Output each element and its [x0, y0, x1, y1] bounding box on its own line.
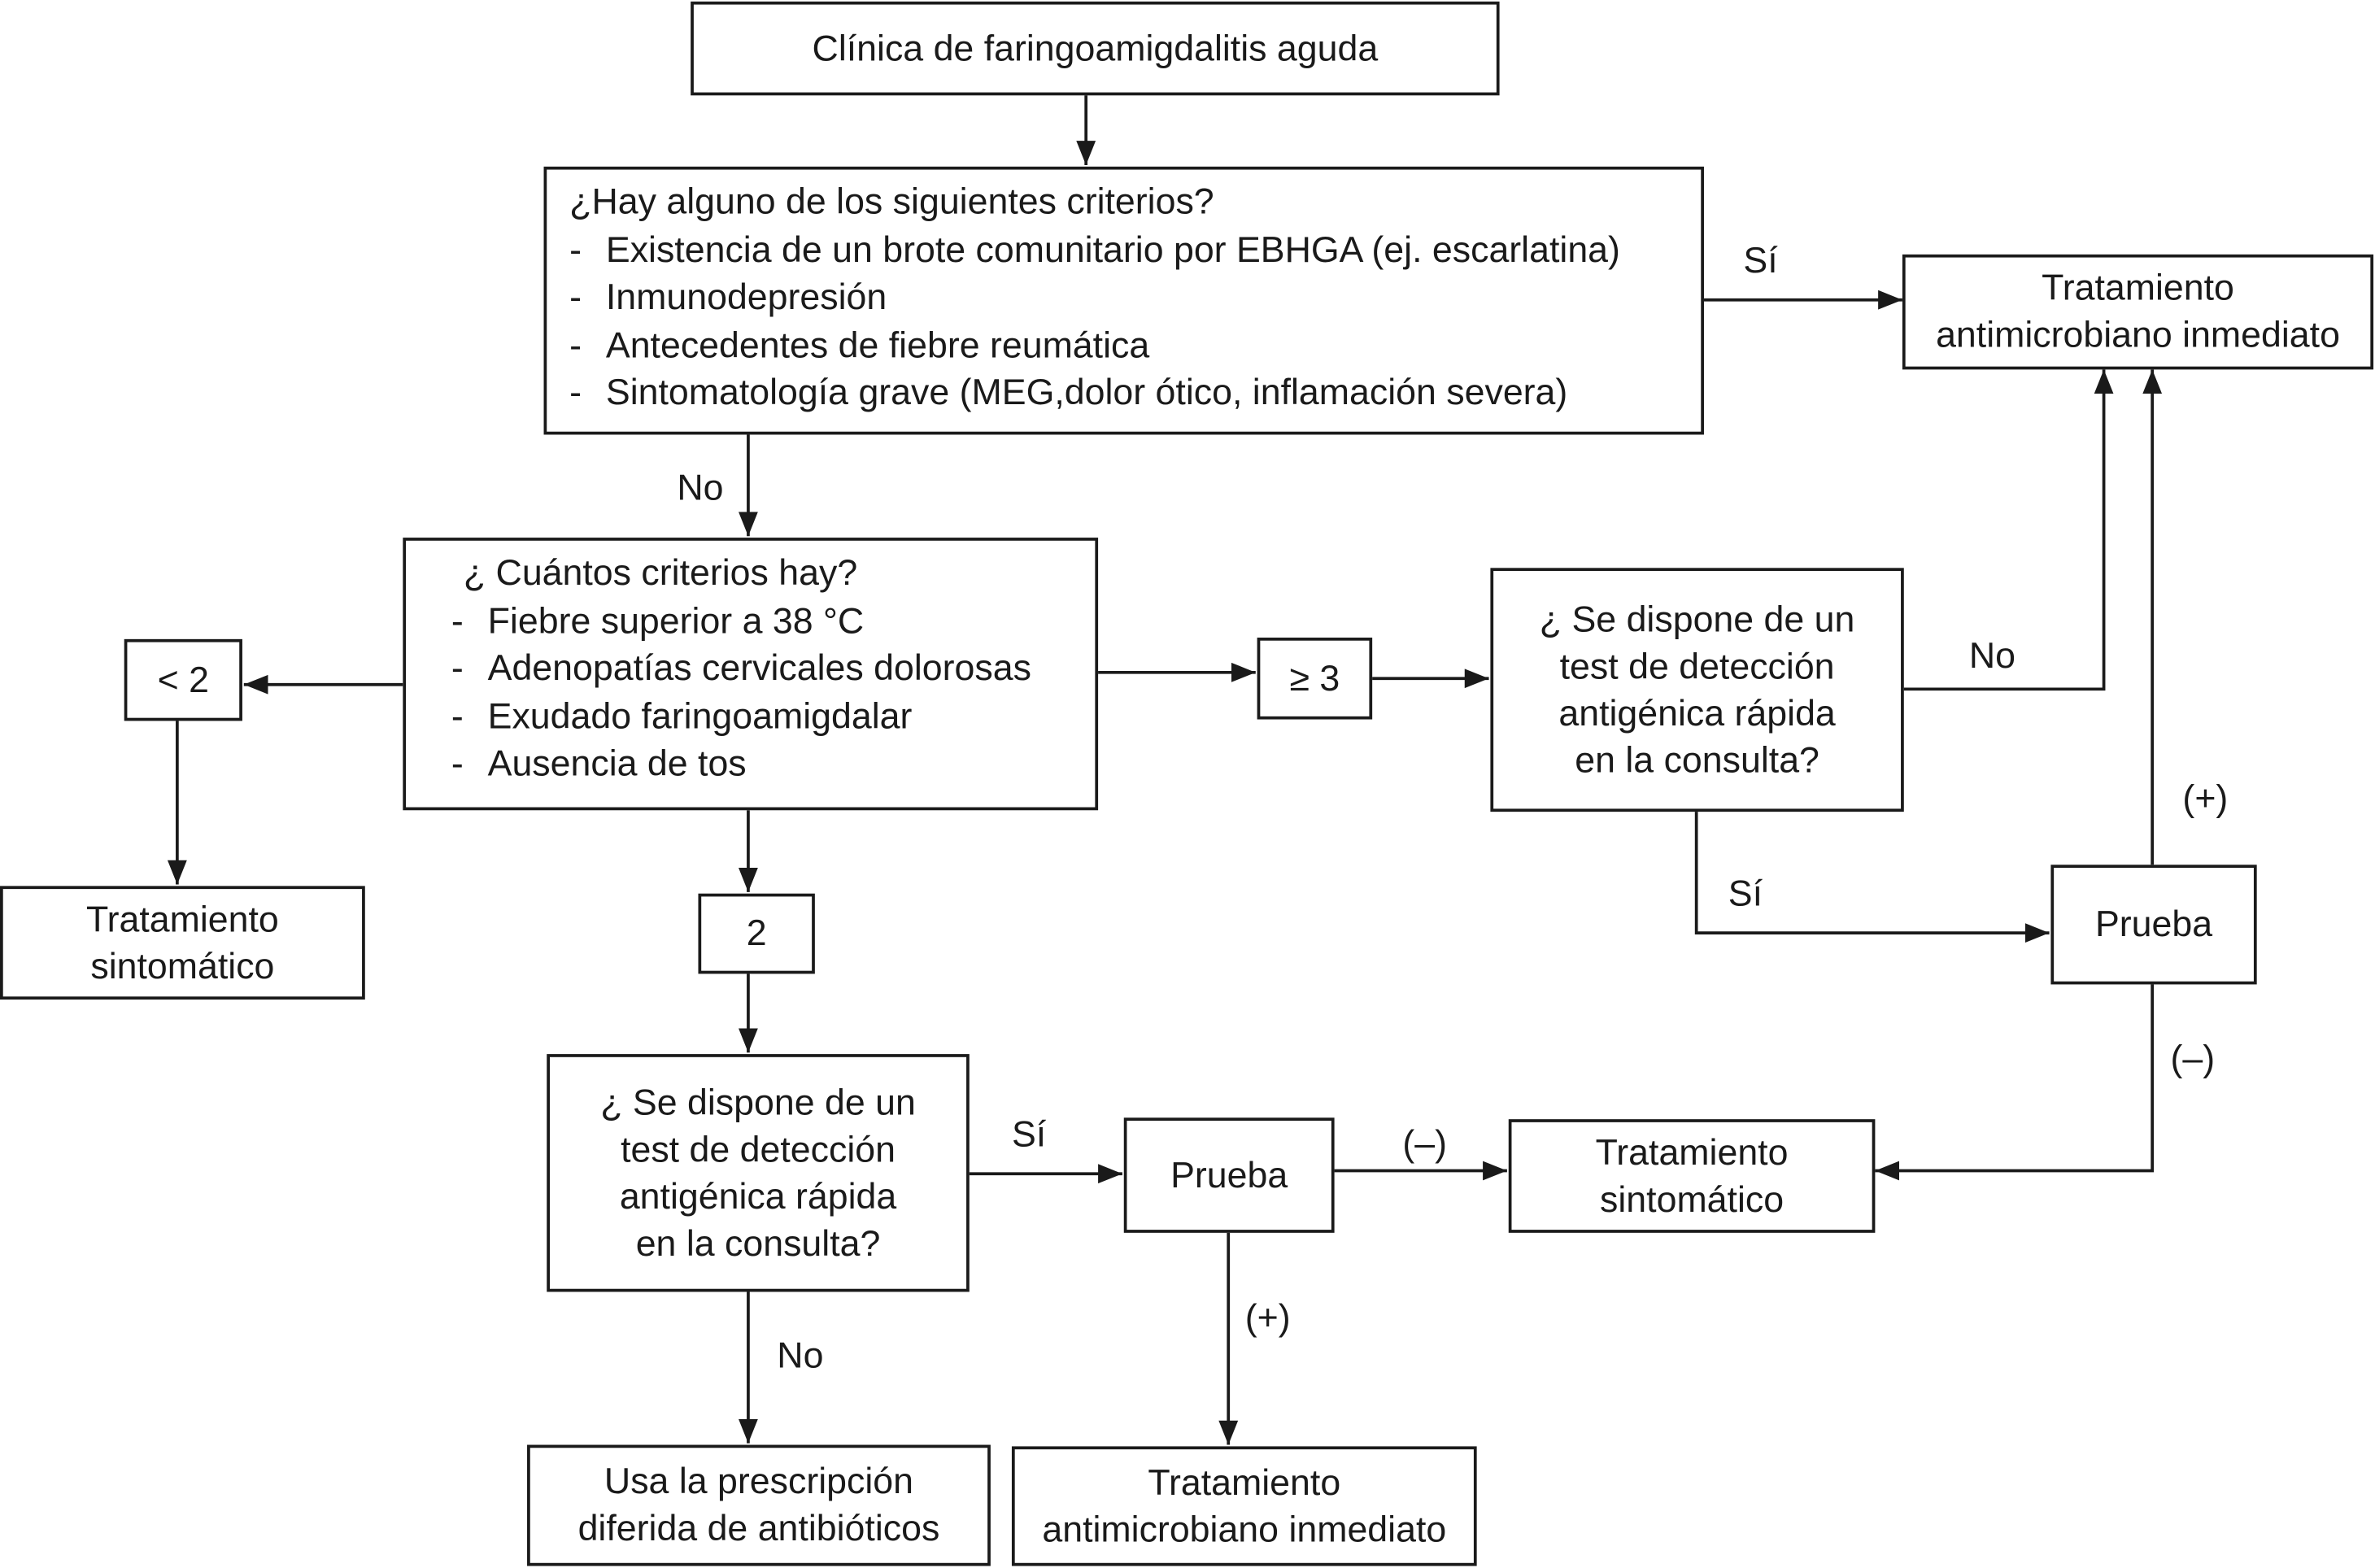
- criteria2-item: Exudado faringoamigdalar: [451, 693, 1074, 741]
- criteria1-item: Antecedentes de fiebre reumática: [569, 322, 1680, 370]
- node-start-text: Clínica de faringoamigdalitis aguda: [812, 28, 1379, 69]
- edge-label-yes: Sí: [1743, 241, 1778, 282]
- node-text-line: sintomático: [1600, 1178, 1785, 1221]
- node-text-line: Tratamiento: [2042, 268, 2234, 309]
- node-text-line: ¿ Se dispone de un: [600, 1082, 916, 1123]
- node-start: Clínica de faringoamigdalitis aguda: [691, 1, 1500, 96]
- node-treat-immediate-bottom: Tratamiento antimicrobiano inmediato: [1011, 1446, 1477, 1566]
- arrow-test-right-yes: [1694, 810, 2050, 943]
- edge-label-yes: Sí: [1011, 1114, 1047, 1156]
- node-prueba-bottom-text: Prueba: [1170, 1154, 1288, 1196]
- arrow-test-right-no: [1902, 369, 2114, 691]
- node-text-line: antigénica rápida: [1558, 692, 1836, 734]
- criteria1-item: Sintomatología grave (MEG,dolor ótico, i…: [569, 369, 1680, 417]
- criteria1-item: Inmunodepresión: [569, 274, 1680, 322]
- node-criteria1: ¿Hay alguno de los siguientes criterios?…: [543, 166, 1704, 435]
- node-less-than-2-text: < 2: [157, 659, 210, 701]
- criteria2-list: Fiebre superior a 38 °C Adenopatías cerv…: [451, 598, 1074, 789]
- node-three-or-more: ≥ 3: [1257, 637, 1373, 720]
- node-three-or-more-text: ≥ 3: [1289, 658, 1340, 699]
- criteria2-question: ¿ Cuántos criterios hay?: [463, 552, 858, 594]
- node-text-line: antigénica rápida: [619, 1175, 897, 1217]
- edge-label-yes: Sí: [1728, 873, 1763, 915]
- node-prueba-right: Prueba: [2050, 865, 2257, 985]
- node-text-line: ¿ Se dispone de un: [1539, 599, 1855, 640]
- node-text-line: antimicrobiano inmediato: [1936, 315, 2340, 356]
- edge-label-positive: (+): [2182, 778, 2229, 820]
- node-text-line: antimicrobiano inmediato: [1042, 1509, 1447, 1550]
- node-text-line: en la consulta?: [1575, 739, 1819, 781]
- node-two-text: 2: [746, 912, 767, 955]
- node-text-line: diferida de antibióticos: [577, 1508, 940, 1550]
- node-test-question-bottom: ¿ Se dispone de un test de detección ant…: [547, 1054, 970, 1292]
- node-text-line: Tratamiento: [85, 899, 279, 940]
- edge-label-positive: (+): [1244, 1297, 1291, 1339]
- criteria2-item: Fiebre superior a 38 °C: [451, 598, 1074, 646]
- node-text-line: Tratamiento: [1595, 1131, 1789, 1174]
- criteria2-item: Adenopatías cervicales dolorosas: [451, 645, 1074, 693]
- node-criteria2: ¿ Cuántos criterios hay? Fiebre superior…: [403, 538, 1099, 811]
- criteria1-question: ¿Hay alguno de los siguientes criterios?: [569, 181, 1214, 223]
- node-two: 2: [698, 893, 815, 974]
- node-text-line: sintomático: [90, 945, 275, 987]
- edge-label-negative: (–): [2170, 1039, 2216, 1080]
- node-less-than-2: < 2: [124, 638, 242, 721]
- edge-label-no: No: [777, 1335, 824, 1377]
- node-text-line: Usa la prescripción: [604, 1461, 913, 1503]
- criteria1-item: Existencia de un brote comunitario por E…: [569, 226, 1680, 274]
- node-treat-symptomatic-bottom: Tratamiento sintomático: [1508, 1119, 1876, 1233]
- node-text-line: Tratamiento: [1148, 1461, 1341, 1504]
- edge-label-no: No: [677, 468, 724, 509]
- node-treat-immediate-top: Tratamiento antimicrobiano inmediato: [1902, 254, 2374, 370]
- node-text-line: test de detección: [1559, 646, 1835, 687]
- node-text-line: en la consulta?: [635, 1222, 881, 1265]
- node-test-question-right: ¿ Se dispone de un test de detección ant…: [1490, 568, 1904, 812]
- criteria1-list: Existencia de un brote comunitario por E…: [569, 226, 1680, 417]
- edge-label-negative: (–): [1402, 1123, 1448, 1165]
- node-text-line: test de detección: [621, 1129, 896, 1170]
- criteria2-item: Ausencia de tos: [451, 741, 1074, 789]
- arrow-prueba-right-negative: [1875, 982, 2155, 1181]
- edge-label-no: No: [1968, 636, 2016, 677]
- node-prueba-bottom: Prueba: [1123, 1117, 1335, 1233]
- node-prueba-right-text: Prueba: [2094, 904, 2213, 946]
- node-treat-symptomatic-left: Tratamiento sintomático: [0, 886, 365, 1000]
- node-deferred-prescription: Usa la prescripción diferida de antibiót…: [527, 1444, 991, 1566]
